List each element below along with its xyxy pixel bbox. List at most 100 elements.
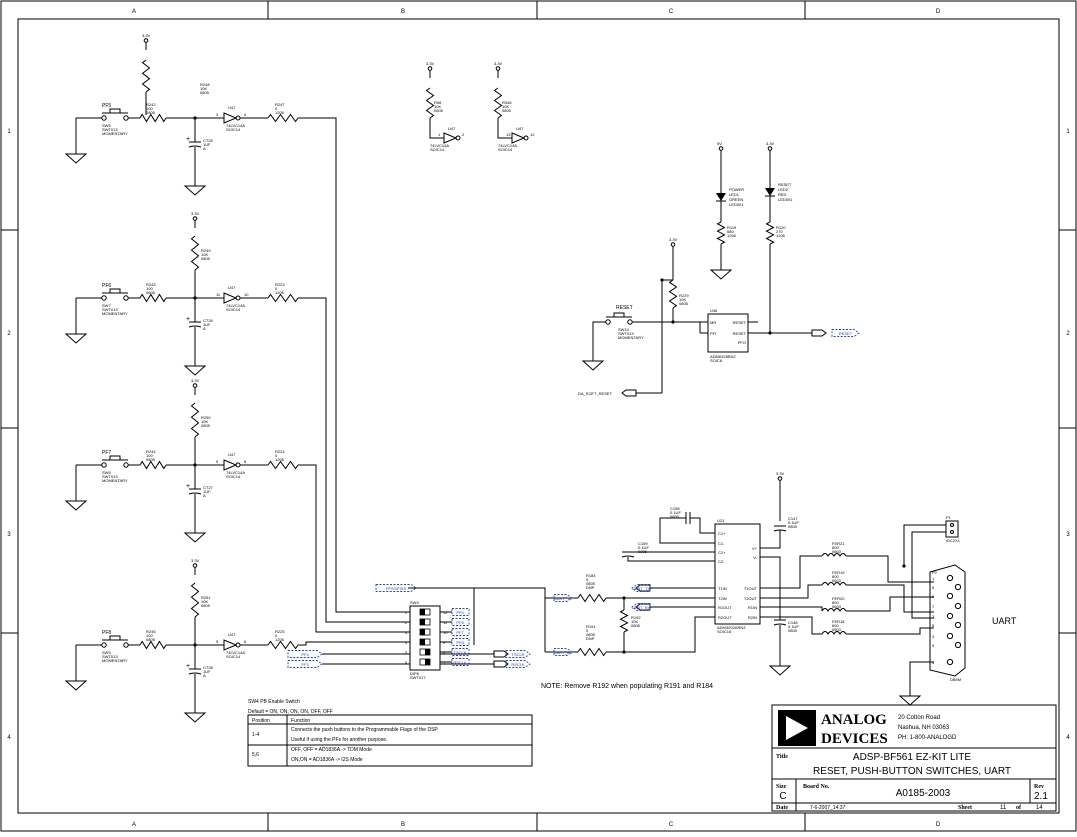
zone-col-label: D (936, 822, 941, 828)
resistor-ref: R98 (434, 100, 442, 105)
board-number: A0185-2003 (896, 788, 951, 799)
wire (846, 627, 934, 635)
pin-number: 3 (216, 112, 219, 117)
switch-button (613, 312, 625, 318)
resistor-ref: R225 (275, 629, 285, 634)
table-position: 5,6 (252, 752, 259, 758)
ferrite-package: 0603 (832, 627, 842, 632)
db9-pin (946, 632, 954, 640)
connector-package: DB9M (950, 677, 961, 682)
net-label: RSCLK (453, 660, 467, 665)
ferrite-ref: FER21 (832, 541, 845, 546)
zone-row-label: 2 (7, 331, 11, 337)
power-label: 3.3V (191, 558, 200, 563)
resistor-symbol (425, 87, 435, 119)
ferrite-value: 600 (832, 545, 839, 550)
ferrite-symbol (821, 631, 847, 635)
ic-pin-name: C1- (718, 541, 725, 546)
switch-contact (123, 115, 129, 121)
note-text: NOTE: Remove R192 when populating R191 a… (541, 683, 713, 690)
pin-number: 6 (244, 639, 247, 644)
off-sheet-connector (493, 650, 509, 658)
resistor-symbol (577, 593, 607, 603)
resistor-package: 0805 (200, 90, 210, 95)
switch-button (109, 635, 121, 641)
rev-label: Rev (1034, 784, 1044, 790)
zone-col-label: A (132, 822, 136, 828)
net-flag (451, 648, 470, 656)
capacitor-package: A (203, 493, 206, 498)
db9-pin (946, 574, 954, 582)
gate-ref: U47 (228, 452, 236, 457)
switch-type: MOMENTARY (618, 335, 644, 340)
led-color: GREEN (729, 197, 743, 202)
wire (429, 118, 444, 139)
switch-part: SWT013 (102, 654, 118, 659)
capacitor-package: A (203, 146, 206, 151)
resistor-symbol (668, 279, 678, 309)
inverter-symbol (223, 459, 238, 471)
rev-value: 2.1 (1034, 791, 1048, 802)
pin-number: 2 (462, 132, 465, 137)
resistor-value: 10K (201, 599, 208, 604)
ferrite-symbol (821, 608, 847, 612)
net-flag (631, 603, 651, 611)
capacitor-ref: CT27 (203, 485, 214, 490)
net-label: PF6 (456, 620, 464, 625)
sw4-package: SWT017 (410, 675, 426, 680)
resistor-note: DNP (586, 636, 595, 641)
net-label: TSCLK (512, 652, 525, 657)
switch-title: RESET (616, 305, 633, 311)
wire (846, 555, 934, 583)
led-color: RED (778, 192, 787, 197)
capacitor-plate (773, 529, 787, 532)
capacitor-value: 1UF (203, 669, 211, 674)
resistor-symbol (139, 113, 167, 123)
switch-button (109, 108, 121, 114)
ic-pin-name: R1OUT (718, 605, 732, 610)
capacitor-ref: CT26 (203, 318, 214, 323)
ic-part: ADM3202ARNZ (717, 625, 746, 630)
db9-pin (946, 612, 954, 620)
ferrite-ref: FER20 (832, 596, 845, 601)
switch-channel-pf5: PF5SW6SWT013MOMENTARYR24210008053.3VR248… (64, 33, 410, 613)
capacitor-plate (188, 325, 202, 328)
ferrite-ref: FER19 (832, 570, 845, 575)
db9-pin-number: 4 (932, 634, 935, 639)
ic-pin-name: R2IN (748, 615, 757, 620)
bus (408, 587, 546, 652)
dip-pin-left: 3 (405, 630, 408, 635)
resistor-ref: R251 (201, 595, 211, 600)
wire (606, 616, 715, 653)
sw4-ref: SW4 (410, 600, 419, 605)
ground-symbol (183, 365, 207, 376)
capacitor-plate (188, 492, 202, 495)
switch-contact (627, 319, 633, 325)
gate-ref: U47 (228, 285, 236, 290)
capacitor-package: 0805 (788, 628, 798, 633)
switch-button (109, 455, 121, 461)
resistor-symbol (139, 460, 167, 470)
connector-ref: P2 (932, 570, 938, 575)
switch-ref: SW9 (102, 650, 111, 655)
title-line-1: ADSP-BF561 EZ-KIT LITE (853, 752, 972, 763)
led-symbol (765, 188, 775, 196)
resistor-value: 10K (631, 619, 638, 624)
ic-ref: U21 (717, 518, 725, 523)
net-label: DA_SOFT_RESET (578, 391, 613, 396)
switch-contact (605, 319, 611, 325)
company-name: ANALOG (821, 712, 887, 728)
adi-logo-triangle (786, 716, 808, 740)
zone-col-label: C (669, 822, 674, 828)
db9-pin-number: 1 (932, 576, 935, 581)
ic-pin-name: C2- (718, 559, 725, 564)
switch-flag-label: PF7 (102, 450, 111, 456)
capacitor-ref: C158 (670, 506, 680, 511)
resistor-ref: R191 (586, 624, 596, 629)
capacitor-polarity: + (186, 136, 190, 143)
net-flag (451, 638, 470, 646)
